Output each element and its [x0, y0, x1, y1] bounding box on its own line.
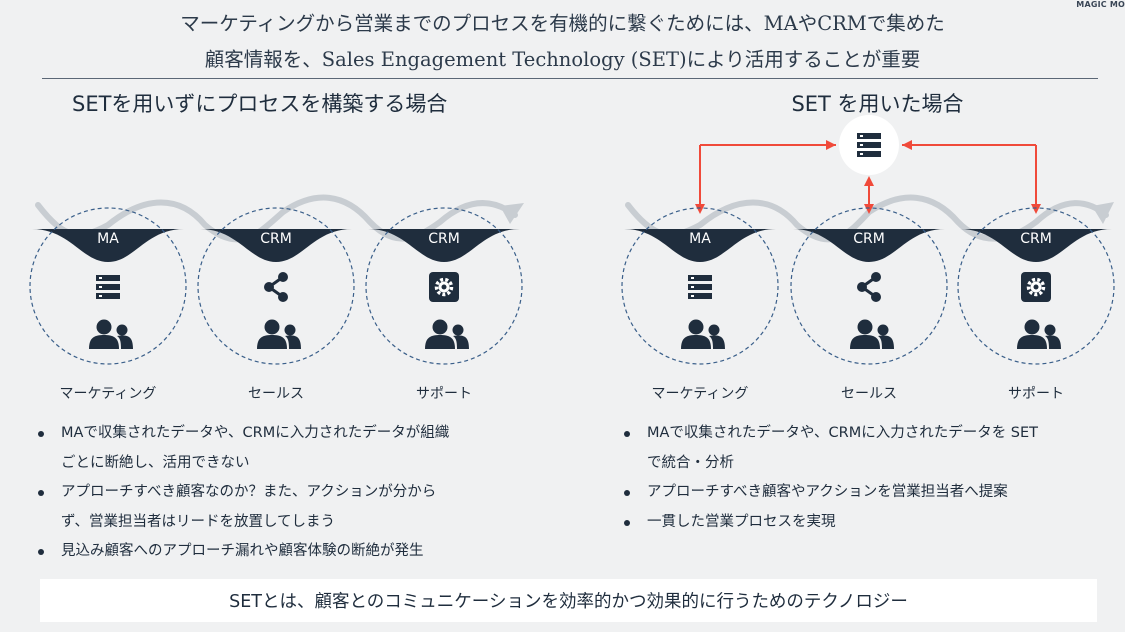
stage-dashed-circle [197, 207, 355, 365]
right-stage-label-marketing: マーケティング [651, 386, 749, 402]
users-icon [425, 319, 469, 349]
stage-dashed-circle [957, 207, 1115, 365]
list-item: アプローチすべき顧客やアクションを営業担当者へ提案 [619, 478, 1109, 508]
server-icon [96, 275, 120, 299]
list-item-line: 見込み顧客へのアプローチ漏れや顧客体験の断絶が発生 [61, 543, 424, 559]
right-wave-arrowhead [1092, 202, 1114, 224]
stage-dashed-circle [790, 207, 948, 365]
server-icon [688, 275, 712, 299]
stage-badge: CRM [428, 231, 460, 247]
users-icon [257, 319, 301, 349]
right-stage-marketing: MA [621, 207, 779, 365]
share-icon [262, 270, 290, 304]
brand-logo: MAGIC MO [1076, 0, 1125, 9]
set-hub [839, 115, 899, 175]
list-item-line: アプローチすべき顧客なのか？また、アクションが分から [61, 484, 437, 500]
right-stage-sales: CRM [790, 207, 948, 365]
list-item-line: ず、営業担当者はリードを放置してしまう [61, 513, 336, 530]
header-divider [42, 78, 1098, 79]
stage-dashed-circle [365, 207, 523, 365]
connector-arrows [695, 140, 1041, 214]
gear-icon [427, 270, 461, 304]
stage-dashed-circle [29, 207, 187, 365]
stage-dark-notch [624, 229, 776, 262]
right-section-title: SET を用いた場合 [791, 92, 964, 116]
server-icon [857, 133, 881, 157]
headline-line-2: 顧客情報を、Sales Engagement Technology (SET)に… [204, 48, 921, 71]
stage-badge: CRM [260, 231, 292, 247]
stage-badge: MA [97, 231, 119, 247]
users-icon [681, 319, 725, 349]
list-item: MAで収集されたデータや、CRMに入力されたデータが組織ごとに断絶し、活用できな… [33, 419, 523, 478]
left-stage-label-sales: セールス [248, 386, 304, 402]
left-wave-path [35, 194, 518, 243]
stage-badge: MA [689, 231, 711, 247]
left-wave-arrowhead [500, 203, 524, 224]
list-item-line: で統合・分析 [647, 454, 734, 471]
left-process-flow: MA CRM CRM [29, 194, 524, 365]
list-item-line: アプローチすべき顧客やアクションを営業担当者へ提案 [647, 484, 1008, 500]
list-item: MAで収集されたデータや、CRMに入力されたデータを SET で統合・分析 [619, 419, 1109, 478]
list-item-line: MAで収集されたデータや、CRMに入力されたデータを SET [647, 425, 1039, 441]
stage-dark-notch [368, 229, 520, 262]
list-item-line: 一貫した営業プロセスを実現 [647, 513, 836, 530]
left-stage-support: CRM [365, 207, 523, 365]
definition-text: SETとは、顧客とのコミュニケーションを効率的かつ効果的に行うためのテクノロジー [229, 592, 908, 612]
stage-dark-notch [32, 229, 184, 262]
right-process-flow: MA CRM CRM [621, 115, 1115, 365]
list-item: 見込み顧客へのアプローチ漏れや顧客体験の断絶が発生 [33, 537, 523, 567]
users-icon [850, 319, 894, 349]
right-bullet-list: MAで収集されたデータや、CRMに入力されたデータを SET で統合・分析 アプロ… [619, 419, 1109, 537]
users-icon [89, 319, 133, 349]
left-stage-sales: CRM [197, 207, 355, 365]
headline-line-1: マーケティングから営業までのプロセスを有機的に繋ぐためには、MAやCRMで集めた [180, 12, 945, 35]
share-icon [855, 270, 883, 304]
right-stage-label-sales: セールス [841, 386, 897, 402]
left-stage-label-support: サポート [416, 386, 472, 402]
right-stage-label-support: サポート [1008, 386, 1064, 402]
stage-dark-notch [200, 229, 352, 262]
left-stage-marketing: MA [29, 207, 187, 365]
left-section-title: SETを用いずにプロセスを構築する場合 [72, 92, 448, 116]
left-stage-label-marketing: マーケティング [59, 386, 157, 402]
list-item-line: MAで収集されたデータや、CRMに入力されたデータが組織 [61, 425, 450, 441]
list-item-line: ごとに断絶し、活用できない [61, 454, 250, 471]
list-item: 一貫した営業プロセスを実現 [619, 508, 1109, 538]
stage-dashed-circle [621, 207, 779, 365]
users-icon [1017, 319, 1061, 349]
headline: マーケティングから営業までのプロセスを有機的に繋ぐためには、MAやCRMで集めた… [0, 6, 1125, 78]
process-diagram: MA CRM CRM [29, 115, 1115, 365]
stage-dark-notch [960, 229, 1112, 262]
gear-icon [1019, 270, 1053, 304]
left-bullet-list: MAで収集されたデータや、CRMに入力されたデータが組織ごとに断絶し、活用できな… [33, 419, 523, 567]
right-stage-support: CRM [957, 207, 1115, 365]
list-item: アプローチすべき顧客なのか？また、アクションが分からず、営業担当者はリードを放置… [33, 478, 523, 537]
definition-banner: SETとは、顧客とのコミュニケーションを効率的かつ効果的に行うためのテクノロジー [40, 579, 1097, 622]
stage-dark-notch [793, 229, 945, 262]
stage-badge: CRM [853, 231, 885, 247]
stage-badge: CRM [1020, 231, 1052, 247]
